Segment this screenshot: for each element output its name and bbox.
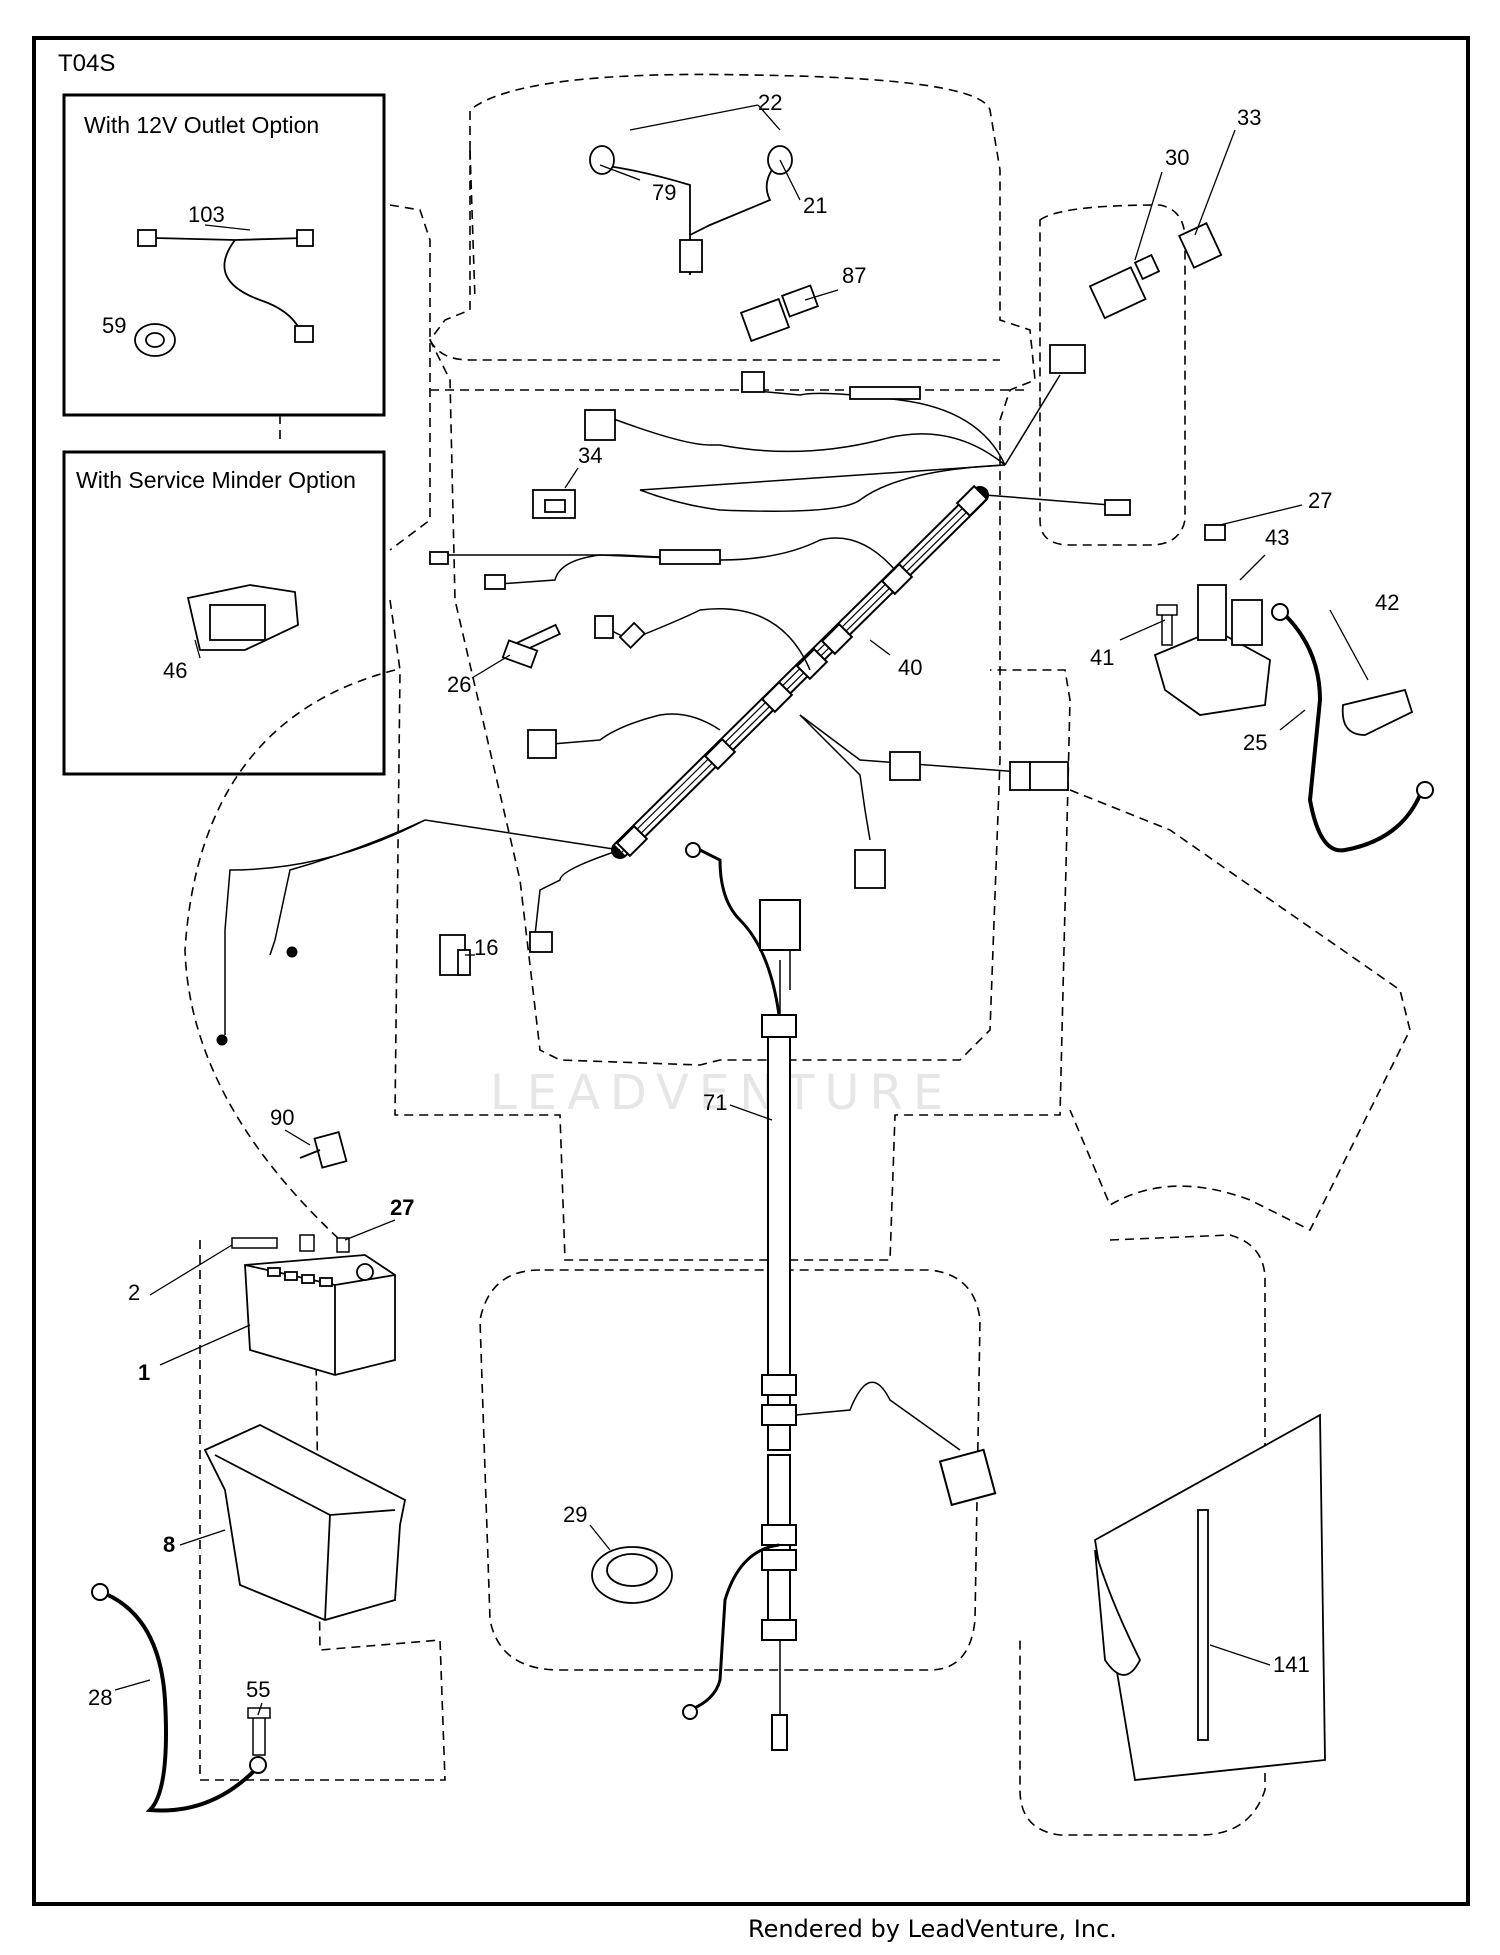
callout-34: 34 [578,443,602,468]
leader-lines [114,104,1369,1716]
part-90 [299,1131,348,1169]
callout-16: 16 [474,935,498,960]
left-circle [184,669,396,1241]
callout-27-bottom: 27 [390,1195,414,1220]
key-33 [1178,222,1223,269]
callout-40: 40 [898,655,922,680]
ignition-switch-30 [1088,253,1161,320]
bracket-141 [1094,1413,1326,1781]
callout-55: 55 [246,1677,270,1702]
outer-border [32,36,1470,1906]
service-minder-46 [186,584,299,651]
callout-59: 59 [102,313,126,338]
inset-12v-title: With 12V Outlet Option [84,112,320,138]
callout-43: 43 [1265,525,1289,550]
harness-71 [682,842,997,1751]
solenoid-43 [1153,524,1271,716]
callout-87: 87 [842,263,866,288]
callout-29: 29 [563,1502,587,1527]
lower-center-outline [479,1269,981,1671]
tractor-outline [184,73,1411,1836]
right-pod [1039,204,1186,546]
callout-141: 141 [1273,1652,1310,1677]
cable-25 [1271,603,1434,853]
battery-1 [244,1254,396,1376]
bolt-55 [247,1707,271,1756]
callout-numbers: 22 79 21 30 33 87 103 59 34 27 43 42 41 … [88,90,1399,1710]
callout-25: 25 [1243,730,1267,755]
callout-8: 8 [163,1532,175,1557]
part-16 [439,934,471,976]
watermark-text: LEADVENTURE [490,1065,954,1121]
callout-71: 71 [703,1090,727,1115]
hood-outline [429,73,1036,1066]
part-29 [591,1546,673,1604]
left-fender [389,204,431,551]
callout-1: 1 [138,1360,150,1385]
boot-42 [1341,688,1414,736]
callout-26: 26 [447,672,471,697]
bolt-2 [231,1234,350,1253]
battery-tray-8 [203,1423,407,1621]
inset-12v-box [62,93,386,417]
callout-42: 42 [1375,590,1399,615]
callout-27-top: 27 [1308,488,1332,513]
callout-46: 46 [163,658,187,683]
footer-credit: Rendered by LeadVenture, Inc. [748,1915,1117,1943]
headlight-assembly [589,145,793,275]
diagram-code: T04S [58,50,116,77]
callout-30: 30 [1165,145,1189,170]
inset-12v-parts [134,229,314,357]
frame-outline [389,599,1071,1261]
callout-2: 2 [128,1280,140,1305]
callout-103: 103 [188,202,225,227]
callout-22: 22 [758,90,782,115]
lower-left-outline [199,1240,446,1781]
cable-28 [91,1583,267,1813]
fuse-26 [501,639,539,669]
relay-87 [739,284,820,343]
callout-79: 79 [652,180,676,205]
inset-service-minder-title: With Service Minder Option [76,467,356,493]
inset-service-minder-box [62,450,386,776]
right-panel [1069,789,1411,1232]
bolt-41 [1156,604,1178,646]
callout-41: 41 [1090,645,1114,670]
callout-90: 90 [270,1105,294,1130]
lower-right-outline [1019,1234,1266,1836]
callout-21: 21 [803,193,827,218]
harness-40 [216,344,1131,1046]
switch-34 [532,489,576,519]
callout-28: 28 [88,1685,112,1710]
callout-33: 33 [1237,105,1261,130]
